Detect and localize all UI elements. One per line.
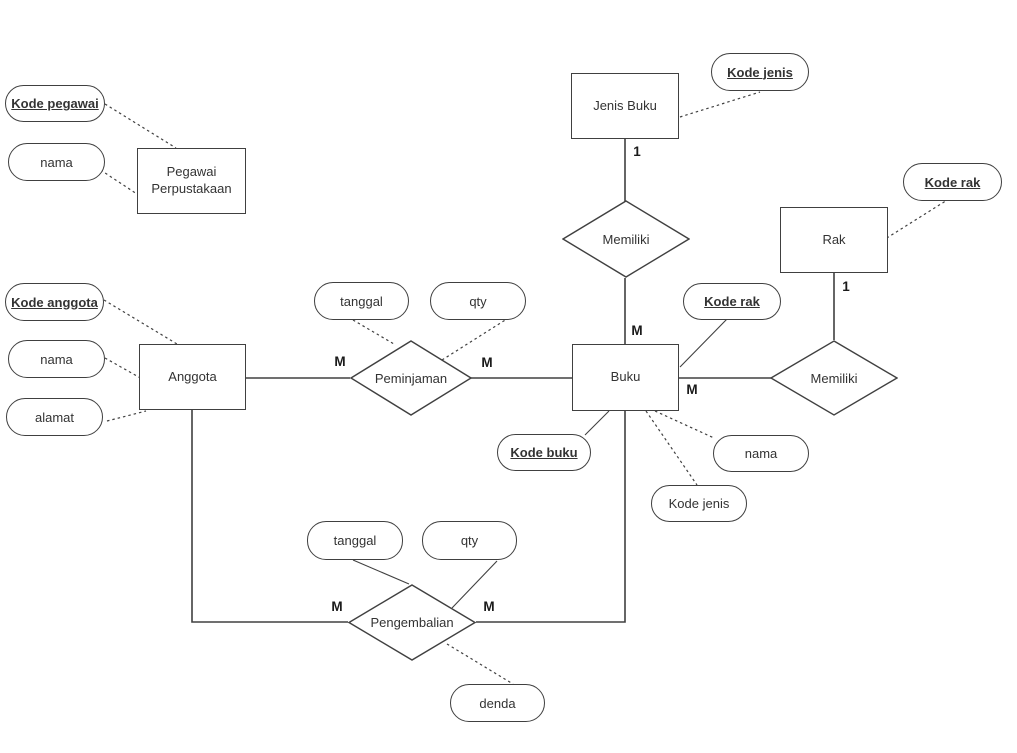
relationship-memiliki-jenis-label: Memiliki bbox=[602, 231, 650, 247]
relationship-memiliki-rak-label: Memiliki bbox=[810, 370, 858, 386]
cardinality-peminjaman-buku-m: M bbox=[481, 355, 493, 370]
attribute-kode-pegawai: Kode pegawai bbox=[5, 85, 105, 122]
attribute-qty-peminjaman: qty bbox=[430, 282, 526, 320]
attribute-qty-peminjaman-label: qty bbox=[469, 293, 487, 309]
attribute-tanggal-peminjaman-label: tanggal bbox=[340, 293, 383, 309]
attribute-denda-pengembalian: denda bbox=[450, 684, 545, 722]
cardinality-pengembalian-buku-m: M bbox=[483, 599, 495, 614]
cardinality-buku-memilikirak-m: M bbox=[686, 382, 698, 397]
cardinality-rak-1: 1 bbox=[842, 279, 850, 294]
attribute-kode-anggota-label: Kode anggota bbox=[11, 294, 98, 310]
line-qty-peminjaman bbox=[441, 316, 511, 361]
line-nama-buku bbox=[654, 410, 715, 439]
line-koderak-buku bbox=[679, 318, 728, 368]
entity-buku-label: Buku bbox=[610, 369, 641, 385]
cardinality-anggota-m: M bbox=[334, 354, 346, 369]
line-kodejenis-buku bbox=[645, 410, 698, 486]
attribute-nama-anggota-label: nama bbox=[40, 351, 73, 367]
attribute-qty-pengembalian: qty bbox=[422, 521, 517, 560]
relationship-peminjaman-label: Peminjaman bbox=[374, 370, 448, 386]
line-kodejenis-jenisbuku bbox=[679, 91, 761, 118]
entity-pegawai-perpustakaan: Pegawai Perpustakaan bbox=[137, 148, 246, 214]
cardinality-buku-m-top: M bbox=[631, 323, 643, 338]
attribute-qty-pengembalian-label: qty bbox=[460, 533, 479, 548]
diamond-shape bbox=[348, 584, 476, 661]
attribute-kode-jenis-jenisbuku: Kode jenis bbox=[711, 53, 809, 91]
entity-pegawai-perpustakaan-label: Pegawai Perpustakaan bbox=[151, 164, 232, 196]
attribute-tanggal-peminjaman: tanggal bbox=[314, 282, 409, 320]
line-nama-anggota bbox=[104, 357, 145, 381]
line-kodeanggota-anggota bbox=[103, 299, 178, 345]
attribute-tanggal-pengembalian-label: tanggal bbox=[333, 533, 377, 548]
attribute-nama-buku: nama bbox=[713, 435, 809, 472]
line-alamat-anggota bbox=[106, 410, 147, 422]
attribute-alamat-anggota: alamat bbox=[6, 398, 103, 436]
line-qty-pengembalian bbox=[451, 560, 498, 609]
relationship-memiliki-rak: Memiliki bbox=[770, 340, 898, 416]
line-denda-pengembalian bbox=[446, 643, 514, 685]
attribute-kode-rak-rak-label: Kode rak bbox=[924, 174, 981, 190]
attribute-tanggal-pengembalian: tanggal bbox=[307, 521, 403, 560]
entity-rak: Rak bbox=[780, 207, 888, 273]
relationship-pengembalian-label: Pengembalian bbox=[370, 615, 454, 630]
diamond-shape bbox=[770, 340, 898, 416]
attribute-alamat-anggota-label: alamat bbox=[34, 409, 75, 425]
relationship-pengembalian: Pengembalian bbox=[348, 584, 476, 661]
attribute-kode-rak-rak: Kode rak bbox=[903, 163, 1002, 201]
attribute-kode-rak-buku: Kode rak bbox=[683, 283, 781, 320]
line-tanggal-peminjaman bbox=[352, 319, 395, 345]
diamond-shape bbox=[562, 200, 690, 278]
line-nama-pegawai bbox=[95, 166, 141, 197]
line-koderak-rak bbox=[881, 196, 953, 242]
attribute-kode-pegawai-label: Kode pegawai bbox=[11, 96, 99, 111]
attribute-nama-pegawai: nama bbox=[8, 143, 105, 181]
diamond-shape bbox=[350, 340, 472, 416]
cardinality-jenisbuku-1: 1 bbox=[633, 144, 641, 159]
attribute-kode-anggota: Kode anggota bbox=[5, 283, 104, 321]
attribute-nama-anggota: nama bbox=[8, 340, 105, 378]
relationship-peminjaman: Peminjaman bbox=[350, 340, 472, 416]
line-anggota-pengembalian bbox=[191, 410, 348, 623]
attribute-denda-pengembalian-label: denda bbox=[479, 695, 516, 711]
line-kodepegawai-pegawai bbox=[104, 103, 177, 149]
line-buku-pengembalian bbox=[476, 411, 626, 623]
line-tanggal-pengembalian bbox=[352, 559, 410, 585]
entity-anggota-label: Anggota bbox=[168, 368, 217, 384]
attribute-kode-jenis-buku-label: Kode jenis bbox=[668, 496, 730, 511]
attribute-kode-rak-buku-label: Kode rak bbox=[704, 294, 760, 309]
attribute-nama-pegawai-label: nama bbox=[40, 154, 73, 170]
attribute-kode-jenis-buku: Kode jenis bbox=[651, 485, 747, 522]
attribute-kode-buku-label: Kode buku bbox=[510, 445, 578, 460]
attribute-kode-jenis-jenisbuku-label: Kode jenis bbox=[727, 64, 793, 80]
relationship-memiliki-jenis: Memiliki bbox=[562, 200, 690, 278]
line-kodebuku-buku bbox=[584, 410, 610, 436]
entity-jenis-buku: Jenis Buku bbox=[571, 73, 679, 139]
attribute-kode-buku: Kode buku bbox=[497, 434, 591, 471]
entity-buku: Buku bbox=[572, 344, 679, 411]
entity-jenis-buku-label: Jenis Buku bbox=[593, 97, 657, 113]
cardinality-anggota-pengembalian-m: M bbox=[331, 599, 343, 614]
entity-anggota: Anggota bbox=[139, 344, 246, 410]
attribute-nama-buku-label: nama bbox=[744, 446, 778, 461]
entity-rak-label: Rak bbox=[822, 231, 846, 247]
